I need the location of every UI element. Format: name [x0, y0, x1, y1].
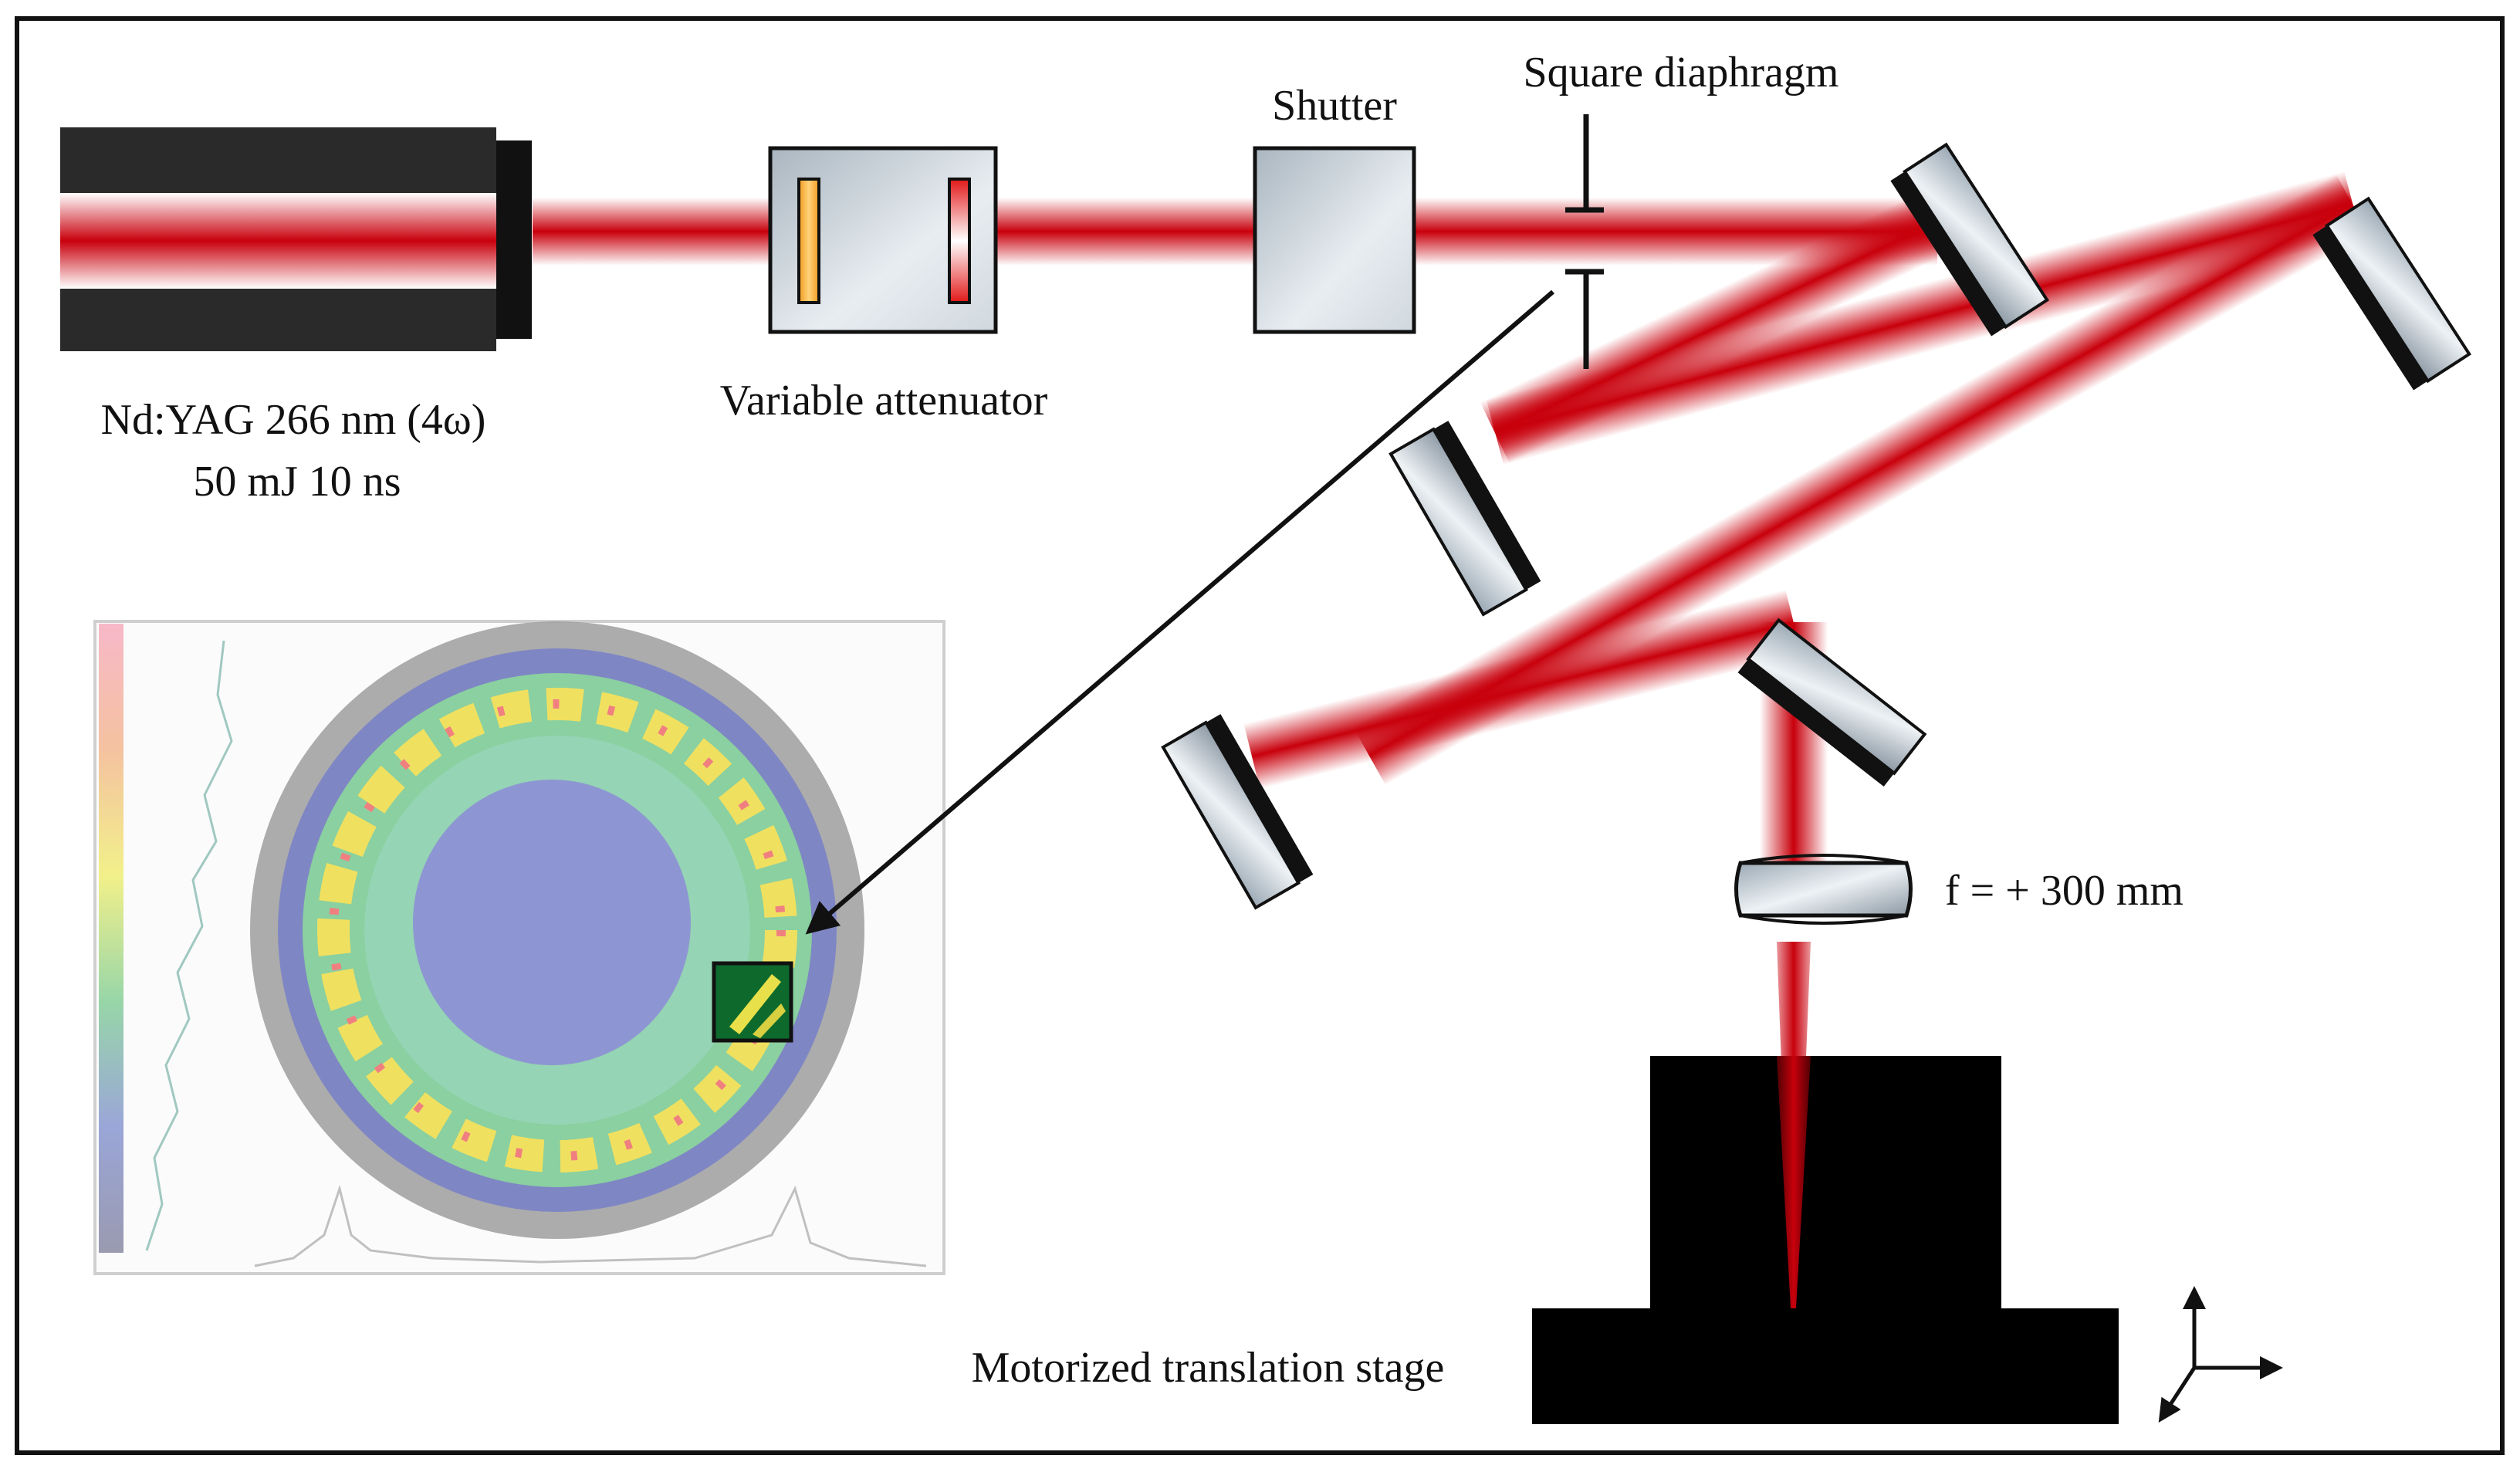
- mirror-4: [1161, 714, 1314, 910]
- shutter-label: Shutter: [1272, 82, 1397, 130]
- diaphragm-label: Square diaphragm: [1524, 49, 1839, 96]
- translation-stage: [1532, 1056, 2119, 1424]
- mirror-3: [2312, 196, 2472, 391]
- xyz-axes-icon: [2158, 1286, 2283, 1423]
- profile-vertical-trace: [145, 640, 233, 1251]
- beam-segment-main: [533, 198, 1937, 266]
- attenuator-label: Variable attenuator: [720, 377, 1048, 425]
- beam-path: [533, 171, 2369, 1308]
- mirror-5: [1737, 618, 1927, 787]
- variable-attenuator: [768, 146, 998, 334]
- profile-hot-spots: [329, 699, 786, 1161]
- long-arrow-icon: [805, 289, 1554, 935]
- laser-head: [60, 127, 532, 351]
- laser-label-line2: 50 mJ 10 ns: [193, 458, 401, 506]
- profile-selected-square: [712, 961, 793, 1043]
- focusing-lens: [1734, 854, 1913, 925]
- profile-core-blue: [413, 780, 691, 1065]
- shutter: [1253, 146, 1416, 334]
- attenuator-filter-orange: [797, 178, 820, 304]
- profile-horizontal-trace: [254, 1184, 927, 1267]
- square-diaphragm: [1565, 114, 1604, 369]
- beam-profile-inset: [93, 620, 945, 1275]
- mirror-1: [1890, 142, 2050, 337]
- attenuator-filter-red: [948, 178, 971, 304]
- beam-segment-m3-m4: [1352, 174, 2369, 786]
- mirror-2: [1389, 421, 1541, 617]
- beam-segment-m2-m3: [1486, 171, 2362, 465]
- laser-label-line1: Nd:YAG 266 nm (4ω): [101, 396, 486, 444]
- stage-label: Motorized translation stage: [972, 1344, 1445, 1392]
- lens-label: f = + 300 mm: [1945, 867, 2183, 915]
- profile-colorbar: [99, 624, 123, 1253]
- beam-segment-m4-m5: [1243, 589, 1802, 790]
